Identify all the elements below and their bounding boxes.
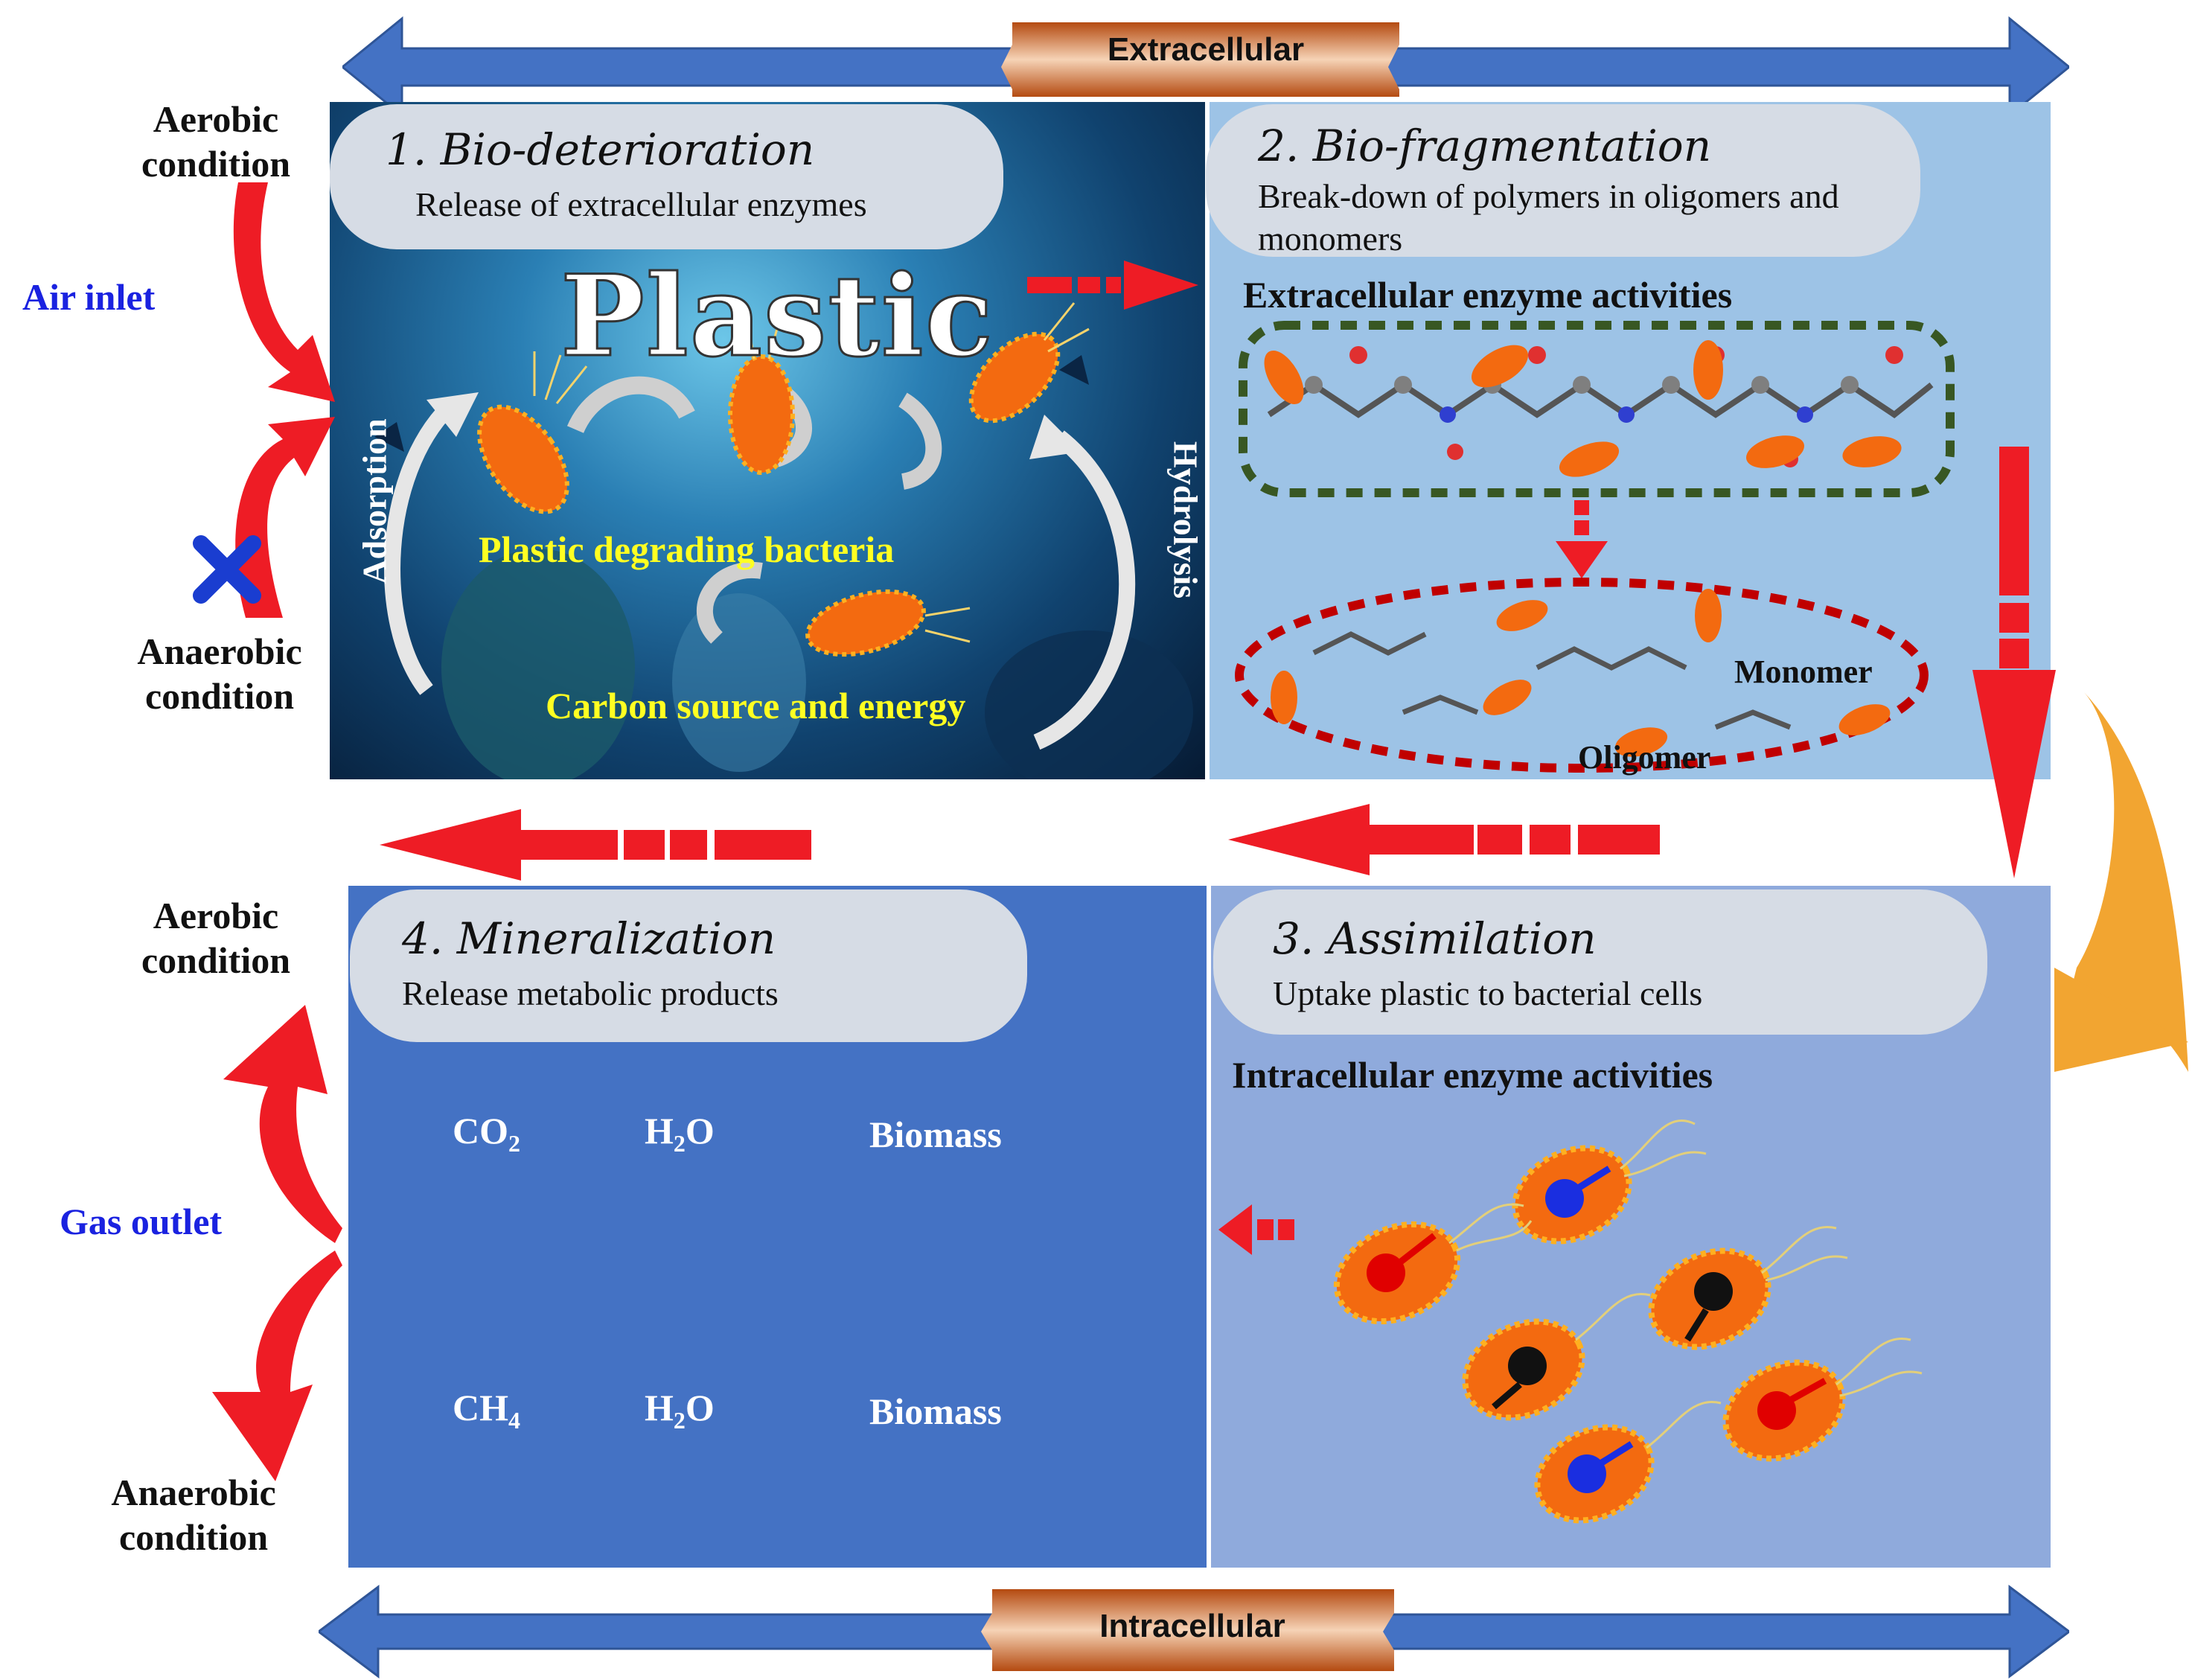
arrow-head [1029,415,1081,459]
biomass-label: Biomass [869,1390,1002,1432]
step4-title-pill: 4. Mineralization Release metabolic prod… [350,889,1027,1042]
fragments [1312,631,1792,730]
hydrolysis-cycle-arrow [1033,430,1136,750]
extracellular-bar [342,16,2069,118]
input-aerobic-label: Aerobic condition [141,98,291,185]
ch4-label: CH4 [453,1387,520,1434]
bacterial-cell [1512,1145,1632,1245]
output-anaerobic-label: Anaerobic condition [111,1472,276,1558]
arrow-step1-to-step2 [1027,261,1198,310]
oligomer-label: Oligomer [1578,739,1711,776]
gas-outlet-label: Gas outlet [60,1201,223,1242]
step3-desc: Uptake plastic to bacterial cells [1273,974,1703,1012]
polymer-chain [1267,381,1934,418]
step2-title: 2. Bio-fragmentation [1258,121,1712,171]
step1-title: 1. Bio-deterioration [386,124,815,175]
input-anaerobic-label: Anaerobic condition [137,630,302,717]
step1-illustration [337,117,1193,779]
output-aerobic-label: Aerobic condition [141,895,291,981]
step4-desc: Release metabolic products [402,974,779,1012]
adsorption-cycle-arrow [384,401,455,695]
air-inlet-label: Air inlet [22,276,156,318]
intracellular-bar [319,1585,2069,1679]
fragment-bacteria [1271,589,1891,757]
bacterial-cell [1648,1248,1771,1350]
monomer-label: Monomer [1734,654,1873,690]
fragment-frame [1235,578,1929,773]
h2o-label: H2O [645,1387,715,1434]
arrow-step2-to-step3 [1972,447,2056,878]
bacterial-cell [1534,1424,1655,1524]
intracellular-label-box [981,1589,1394,1671]
intracellular-enzymes-label: Intracellular enzyme activities [1232,1054,1713,1096]
bacterium [728,313,795,475]
bacterial-cell [1722,1359,1846,1462]
step1-title-pill: 1. Bio-deterioration Release of extracel… [330,104,1003,249]
bottle-shape [672,593,806,772]
polymer-illustration [1235,321,1955,773]
bacterial-cell [1462,1318,1585,1421]
arrow-head [426,392,479,437]
debris-shape [374,422,404,452]
down-arrow-dash [1574,500,1589,515]
extracellular-enzymes-label: Extracellular enzyme activities [1243,274,1733,316]
bacterium [805,589,971,657]
orange-curved-arrow [2054,692,2188,1072]
bottle-shape [441,549,635,779]
intracellular-label: Intracellular [1099,1608,1285,1644]
bacteria-group [1264,340,1902,477]
step3-title-pill: 3. Assimilation Uptake plastic to bacter… [1213,889,1987,1035]
nitrogen-atoms [1440,406,1813,423]
assimilation-illustration [1218,1119,1923,1524]
bacteria-label: Plastic degrading bacteria [479,528,895,570]
anaerobic-outlet-arrow [212,1251,342,1481]
dashed-left-arrow [1218,1204,1294,1255]
step3-title: 3. Assimilation [1273,913,1597,964]
down-arrow-head [1556,541,1608,578]
step2-title-pill: 2. Bio-fragmentation Break-down of polym… [1206,104,1920,258]
h2o-label: H2O [645,1110,715,1157]
cycle-arrow [696,561,763,644]
cycle-arrow [898,392,942,490]
aerobic-outlet-arrow [223,1005,342,1243]
bacterial-cell [1333,1221,1461,1325]
polymer-frame [1239,321,1955,497]
step1-desc: Release of extracellular enzymes [415,185,867,223]
orange-arrow-head [2054,968,2188,1072]
aerobic-inlet-arrow [233,182,335,402]
biomass-label: Biomass [869,1114,1002,1155]
down-arrow-dash [1574,520,1589,535]
anaerobic-inlet-arrow [235,417,335,618]
bacterium [477,351,588,514]
carbon-source-label: Carbon source and energy [546,685,966,726]
cells [1333,1145,1846,1524]
flagella [1448,1119,1923,1449]
arrow-step3-to-step4 [1228,804,1660,875]
extracellular-label-box [1001,22,1399,97]
plastic-word: Plastic [559,250,995,383]
co2-label: CO2 [453,1110,520,1157]
extracellular-label: Extracellular [1107,31,1305,68]
step2-desc: Break-down of polymers in oligomers and … [1258,176,1839,258]
blocked-x-icon [193,535,261,604]
arrow-step4-output [380,809,811,881]
debris-shape [1059,355,1089,385]
bacterium [968,302,1090,424]
cycle-arrow [566,376,695,434]
step4-title: 4. Mineralization [402,913,776,964]
